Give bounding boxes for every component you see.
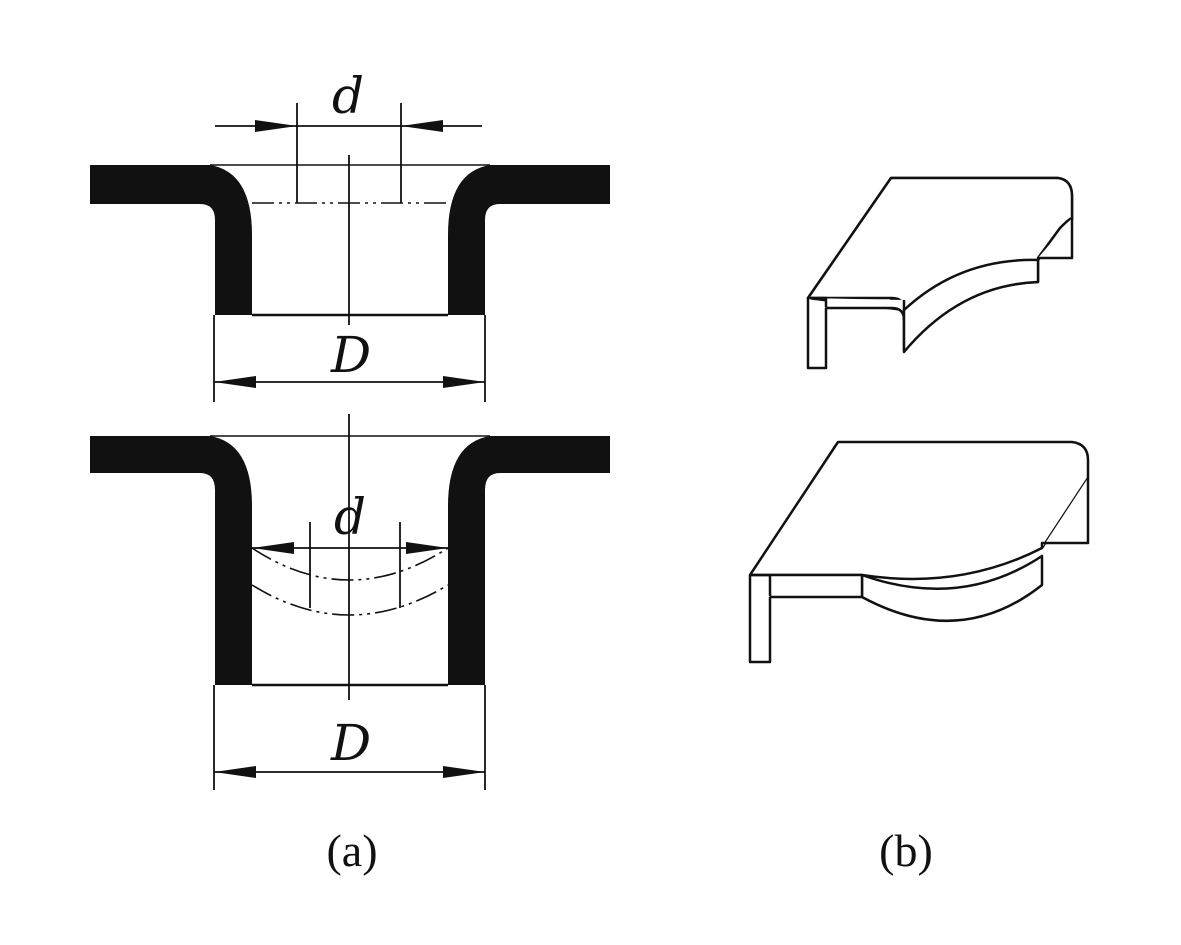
inner-diameter-label-top: d	[332, 67, 364, 125]
caption-b: (b)	[879, 825, 933, 876]
right-wall	[1038, 218, 1074, 260]
hole-flange-section-bottom: d D	[90, 414, 610, 790]
left-vertical-flange	[748, 575, 772, 664]
outer-diameter-label-bottom: D	[330, 714, 371, 772]
outer-diameter-label-top: D	[330, 326, 371, 384]
curved-flange-band	[860, 554, 1044, 623]
convex-flange-part-bottom	[748, 440, 1090, 664]
curved-flange-band	[902, 258, 1040, 354]
right-wall	[1040, 478, 1090, 548]
left-vertical-flange	[806, 298, 828, 370]
left-flat-band	[750, 573, 864, 599]
left-flange-wall	[90, 436, 252, 685]
original-hole-arc-upper	[251, 547, 449, 581]
top-face	[748, 440, 1090, 581]
original-hole-arc-lower	[251, 584, 449, 616]
inner-diameter-label-bottom: d	[334, 488, 366, 546]
caption-a: (a)	[326, 825, 377, 876]
hole-flange-section-top: d D	[90, 67, 610, 402]
right-flange-wall	[448, 436, 610, 685]
left-flange-wall	[90, 165, 252, 315]
right-flange-wall	[448, 165, 610, 315]
concave-flange-part-top	[806, 176, 1074, 370]
